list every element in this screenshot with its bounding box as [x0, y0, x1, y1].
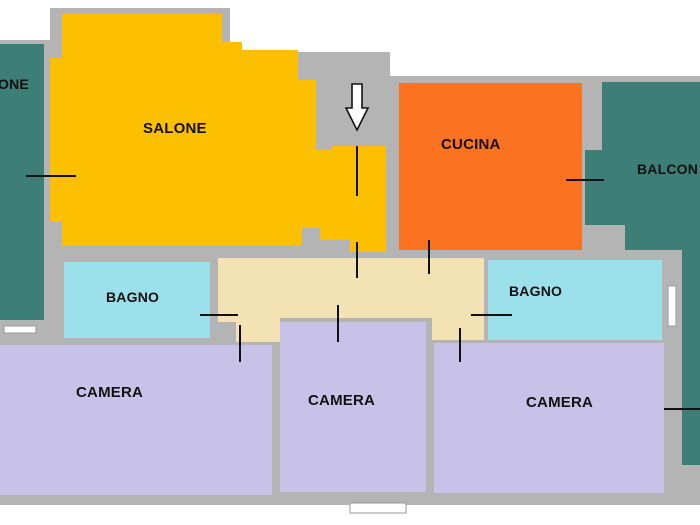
bagno-left-label: BAGNO [106, 289, 160, 305]
bagno-right-label: BAGNO [509, 283, 563, 299]
salone-label: SALONE [143, 120, 207, 137]
camera-left-room [0, 345, 272, 495]
camera-left-label: CAMERA [76, 384, 144, 401]
top-cutout-left [0, 0, 50, 40]
window-right [667, 285, 677, 327]
balcony-right-label: BALCON [637, 161, 699, 177]
salone-room [50, 14, 386, 252]
down-arrow-icon [344, 83, 370, 132]
bagno-right-room [488, 260, 662, 340]
camera-right-room [434, 343, 664, 493]
cucina-room [399, 83, 582, 250]
balcony-left-label: ONE [0, 76, 29, 92]
window-bottom [349, 502, 407, 514]
door-markers [26, 146, 700, 410]
camera-center-room [280, 322, 426, 492]
bagno-left-room [64, 262, 210, 338]
cucina-label: CUCINA [441, 136, 501, 153]
balcony-left [0, 44, 44, 320]
balcony-right [585, 82, 700, 465]
camera-center-label: CAMERA [308, 392, 376, 409]
corridor [218, 258, 484, 342]
bottom-margin [0, 505, 700, 525]
camera-right-label: CAMERA [526, 394, 594, 411]
window-left [3, 325, 37, 334]
top-cutout-middle [230, 0, 390, 52]
top-cutout-right [390, 0, 700, 76]
